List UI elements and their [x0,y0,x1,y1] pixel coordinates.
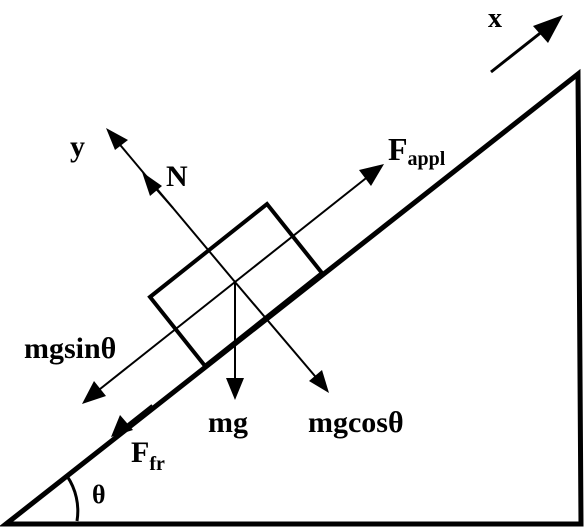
cos-component-label: mgcosθ [308,406,404,439]
sin-component-label: mgsinθ [24,332,116,365]
friction-arrow [111,404,153,437]
block [147,201,325,369]
normal-force-arrow [142,172,174,209]
applied-force-subscript: appl [408,148,446,170]
normal-force-label: N [166,160,188,193]
angle-arc [65,475,80,522]
weight-arrow [226,282,244,400]
applied-force-label: Fappl [388,131,446,170]
y-axis-arrow [106,128,236,283]
y-axis-label: y [70,130,85,163]
applied-force-arrow [234,164,384,283]
cos-component-arrow [234,281,329,393]
friction-label: Ffr [131,436,165,475]
sin-component-arrow [82,281,236,404]
incline-triangle [0,68,584,527]
applied-force-main: F [388,131,408,167]
x-axis-arrow [490,15,563,74]
weight-label: mg [208,406,248,439]
friction-main: F [131,436,149,469]
angle-label: θ [92,480,106,509]
x-axis-label: x [488,3,502,34]
friction-subscript: fr [149,453,165,475]
